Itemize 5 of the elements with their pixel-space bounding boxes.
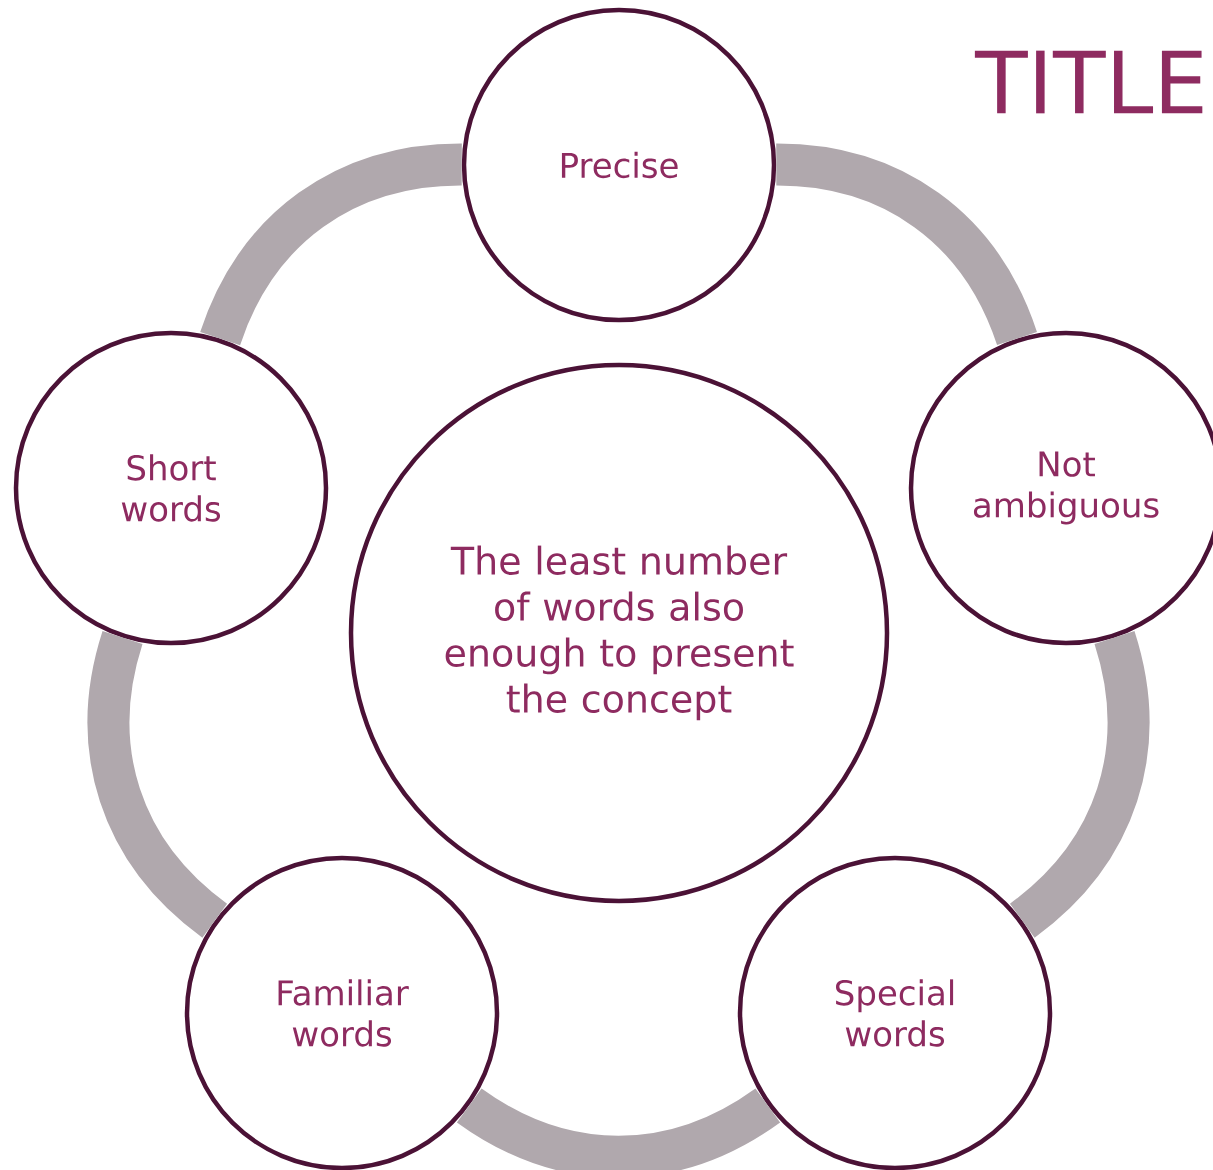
circle-node: Precise [461,7,777,323]
title: TITLE [974,50,1203,114]
circle-node: Short words [13,330,329,646]
circle-node: Familiar words [184,855,500,1170]
circle-node: Special words [737,855,1053,1170]
